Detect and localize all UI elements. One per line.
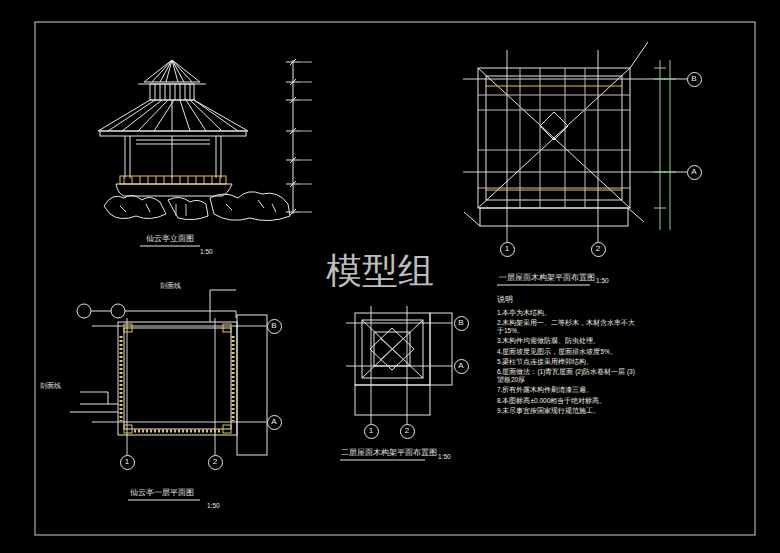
note-line: 说明 xyxy=(497,296,637,305)
view-title: 一层屋面木构架平面布置图 xyxy=(499,274,595,283)
note-line: 7.所有外露木构件刷清漆三遍。 xyxy=(497,386,637,393)
section-label: 剖面线 xyxy=(160,282,181,290)
note-line: 8.本图标高±0.000相当于绝对标高。 xyxy=(497,397,637,404)
view-title: 二层屋面木构架平面布置图 xyxy=(341,449,437,458)
note-line: 3.木构件均需做防腐、防虫处理。 xyxy=(497,337,637,344)
axis-bubble: 2 xyxy=(591,242,606,257)
scale: 1:50 xyxy=(438,453,451,460)
axis-label: 1 xyxy=(125,458,129,466)
axis-label: A xyxy=(458,362,463,370)
note-line: 2.木构架采用一、二等杉木，木材含水率不大于15%。 xyxy=(497,319,637,334)
axis-bubble: 1 xyxy=(500,242,515,257)
scale: 1:50 xyxy=(596,277,609,284)
scale: 1:50 xyxy=(207,502,220,509)
note-line: 1.本亭为木结构。 xyxy=(497,309,637,316)
axis-bubble: 1 xyxy=(120,455,135,470)
note-line: 9.未尽事宜按国家现行规范施工。 xyxy=(497,407,637,414)
axis-label: 1 xyxy=(505,245,509,253)
axis-label: A xyxy=(691,168,696,176)
view-title: 仙云亭立面图 xyxy=(146,234,194,243)
axis-bubble: A xyxy=(267,415,282,430)
axis-bubble: B xyxy=(267,319,282,334)
view-title: 仙云亭一层平面图 xyxy=(130,488,194,497)
section-label: 剖面线 xyxy=(40,382,61,390)
axis-label: A xyxy=(271,418,276,426)
notes-column: 说明 1.本亭为木结构。 2.木构架采用一、二等杉木，木材含水率不大于15%。 3.木… xyxy=(497,296,637,418)
watermark: 模型组 xyxy=(326,250,434,291)
axis-bubble: A xyxy=(687,165,702,180)
axis-bubble: 2 xyxy=(208,455,223,470)
axis-label: B xyxy=(691,75,696,83)
axis-bubble: 2 xyxy=(400,424,415,439)
axis-bubble: 1 xyxy=(364,424,379,439)
axis-bubble: B xyxy=(454,316,469,331)
note-line: 4.屋面坡度见图示，屋面排水坡度5%。 xyxy=(497,348,637,355)
note-line: 5.梁柱节点连接采用榫卯结构。 xyxy=(497,358,637,365)
axis-bubble: A xyxy=(454,359,469,374)
axis-label: 2 xyxy=(405,427,409,435)
axis-bubble: B xyxy=(687,72,702,87)
axis-label: B xyxy=(458,319,463,327)
axis-label: 2 xyxy=(213,458,217,466)
axis-label: 1 xyxy=(369,427,373,435)
scale: 1:50 xyxy=(200,248,213,255)
axis-label: B xyxy=(271,322,276,330)
note-line: 6.屋面做法：(1)青瓦屋面 (2)防水卷材一层 (3)望板20厚 xyxy=(497,368,637,383)
axis-label: 2 xyxy=(596,245,600,253)
